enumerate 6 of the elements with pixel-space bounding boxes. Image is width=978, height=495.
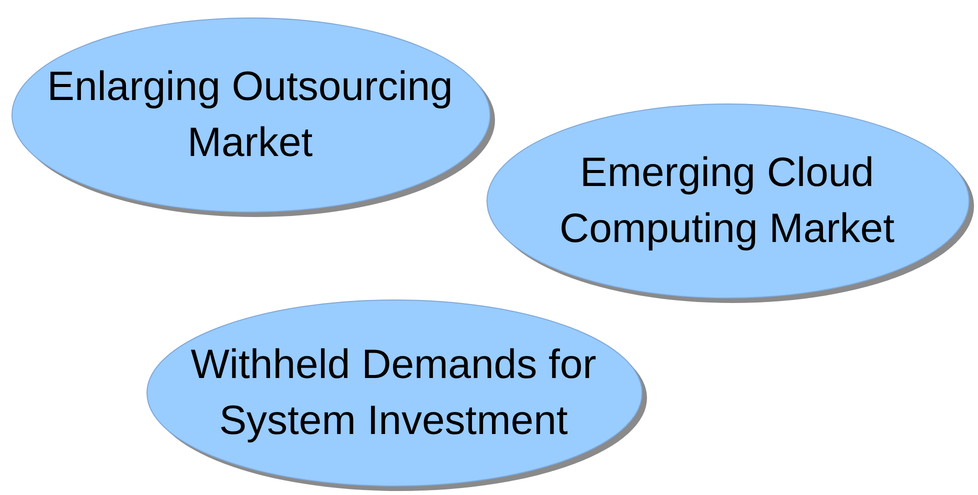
ellipse-node xyxy=(10,16,498,220)
ellipse-node xyxy=(485,102,977,306)
node-label: Withheld Demands for System Investment xyxy=(190,340,598,445)
node-label: Emerging Cloud Computing Market xyxy=(558,148,896,253)
node-label: Enlarging Outsourcing Market xyxy=(46,62,454,167)
ellipse-node xyxy=(145,298,650,494)
